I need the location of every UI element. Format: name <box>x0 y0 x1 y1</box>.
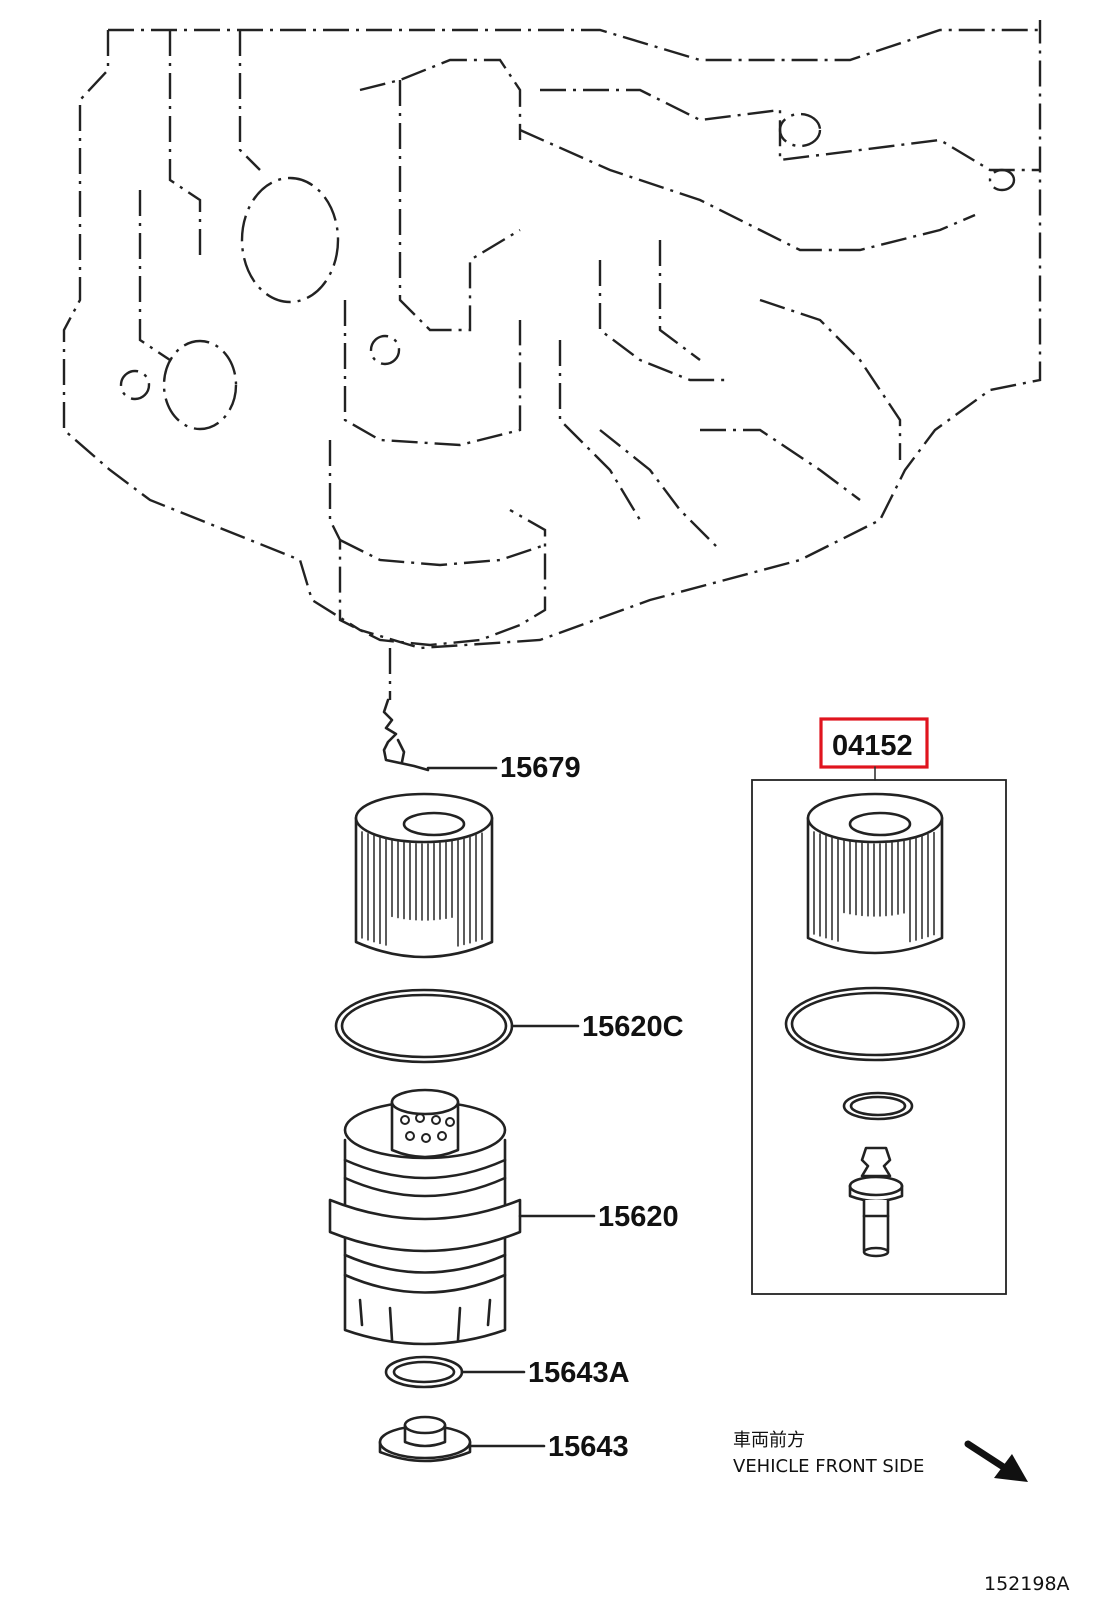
oil-filter-cap-15620 <box>328 1088 596 1346</box>
front-direction-arrow-icon <box>964 1440 1028 1482</box>
part-label-15620[interactable]: 15620 <box>598 1201 679 1233</box>
o-ring-kit-inner <box>790 991 960 1057</box>
kit-04152-frame <box>751 779 1007 1295</box>
part-label-15620c[interactable]: 15620C <box>582 1011 684 1043</box>
o-ring-15620c-inner <box>340 993 508 1059</box>
direction-note-english: VEHICLE FRONT SIDE <box>733 1456 924 1477</box>
tube-hole <box>415 1113 425 1123</box>
tube-hole <box>431 1115 441 1125</box>
tube-hole <box>405 1131 415 1141</box>
o-ring-15620c-outer <box>334 988 514 1064</box>
drain-plug-15643 <box>378 1415 546 1463</box>
tube-hole <box>445 1117 455 1127</box>
oil-filter-element-left <box>354 792 494 959</box>
gasket-15643a-inner <box>392 1360 456 1384</box>
direction-note-japanese: 車両前方 <box>733 1430 805 1451</box>
figure-code: 152198A <box>984 1573 1070 1595</box>
gasket-kit-inner <box>849 1095 907 1117</box>
part-label-15643[interactable]: 15643 <box>548 1431 629 1463</box>
oil-filter-element-kit <box>806 792 944 955</box>
part-label-15679[interactable]: 15679 <box>500 752 581 784</box>
part-label-15643a[interactable]: 15643A <box>528 1357 630 1389</box>
o-ring-kit-outer <box>784 986 966 1062</box>
tube-hole <box>400 1115 410 1125</box>
tube-hole <box>437 1131 447 1141</box>
engine-block-illustration <box>62 20 1042 650</box>
drain-plug-kit <box>848 1146 904 1258</box>
part-label-04152[interactable]: 04152 <box>832 730 913 762</box>
tube-hole <box>421 1133 431 1143</box>
part-15679-clip <box>382 698 498 772</box>
part-04152-highlight-box <box>819 717 929 769</box>
gasket-kit-outer <box>842 1091 914 1121</box>
